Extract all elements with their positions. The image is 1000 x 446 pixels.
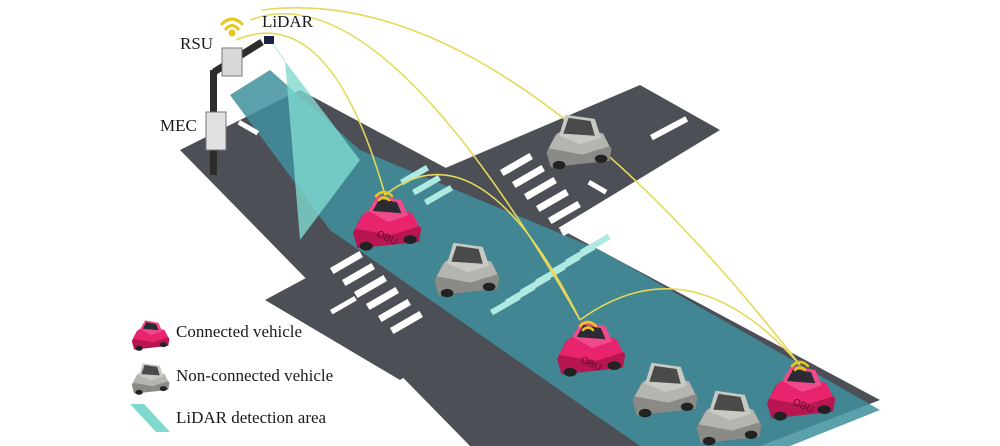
lane-markings (237, 116, 689, 315)
link-rsu-car1 (235, 32, 386, 196)
lidar-area-icon (130, 404, 170, 432)
lidar-beam (270, 40, 360, 240)
v2x-links (235, 7, 801, 366)
rsu-signal-icon (220, 17, 244, 37)
lidar-detection-area (230, 70, 880, 446)
legend-lidar-label: LiDAR detection area (176, 408, 327, 427)
legend-connected-label: Connected vehicle (176, 322, 303, 341)
legend-non-connected-label: Non-connected vehicle (176, 366, 334, 385)
rsu-device (221, 47, 243, 77)
lidar-sensor (264, 36, 274, 44)
rsu-label: RSU (180, 34, 214, 53)
non-connected-car-icon (131, 363, 170, 395)
lidar-label: LiDAR (262, 12, 313, 31)
crosswalk-bottom (489, 234, 611, 316)
car-signal-icons (374, 190, 810, 372)
mec-label: MEC (160, 116, 197, 135)
mec-device (205, 111, 227, 151)
road-lower-left (265, 265, 460, 380)
crosswalk-left (330, 251, 423, 335)
link-car1-car2 (384, 173, 581, 321)
link-rsu-car3 (261, 7, 801, 366)
link-car2-car3 (579, 288, 801, 366)
connected-car-icon (131, 320, 170, 351)
crosswalk-top (400, 165, 453, 206)
roadside-unit-pole (205, 36, 274, 175)
crosswalk-upper (500, 153, 593, 237)
